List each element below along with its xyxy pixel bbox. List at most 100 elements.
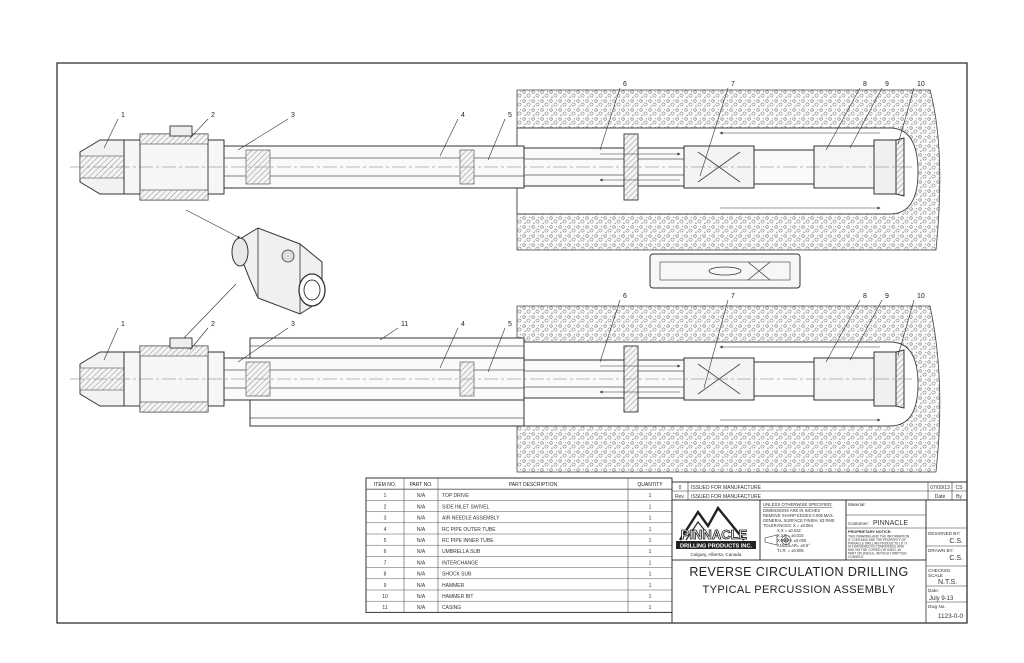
- svg-text:1: 1: [649, 538, 652, 544]
- dwg-no-value: 1123-0-0: [938, 613, 964, 620]
- svg-text:HAMMER: HAMMER: [442, 583, 465, 589]
- tolerance-line: ANGULAR= ±0.5°: [777, 543, 810, 548]
- proprietary-heading: PROPRIETARY NOTICE:: [848, 530, 892, 534]
- title-block: 0 ISSUED FOR MANUFACTURE 07/09/13 CS Rev…: [671, 481, 968, 624]
- svg-text:5: 5: [508, 112, 512, 119]
- bom-header-item: ITEM NO.: [374, 482, 396, 488]
- svg-text:7: 7: [384, 560, 387, 566]
- tolerance-line: DIMENSIONS ARE IN INCHES: [763, 508, 820, 513]
- svg-text:N/A: N/A: [417, 549, 426, 555]
- svg-text:1: 1: [649, 572, 652, 578]
- svg-text:TOP DRIVE: TOP DRIVE: [442, 493, 469, 499]
- svg-text:AIR NEEDLE ASSEMBLY: AIR NEEDLE ASSEMBLY: [442, 516, 500, 522]
- svg-text:N/A: N/A: [417, 594, 426, 600]
- svg-text:N/A: N/A: [417, 560, 426, 566]
- svg-text:DRILLING PRODUCTS INC.: DRILLING PRODUCTS INC.: [680, 544, 753, 550]
- svg-text:10: 10: [917, 293, 925, 300]
- material-label: Material:: [848, 502, 866, 507]
- rev-description: ISSUED FOR MANUFACTURE: [691, 485, 762, 491]
- svg-text:1: 1: [121, 112, 125, 119]
- drawn-by-value: C.S.: [949, 555, 963, 562]
- swivel-isometric: [181, 209, 326, 341]
- svg-text:1: 1: [649, 527, 652, 533]
- svg-text:SIDE INLET SWIVEL: SIDE INLET SWIVEL: [442, 504, 490, 510]
- svg-text:N/A: N/A: [417, 504, 426, 510]
- svg-text:4: 4: [384, 527, 387, 533]
- top-callout-6: 6: [599, 81, 627, 151]
- rev-header-description: ISSUED FOR MANUFACTURE: [691, 494, 762, 500]
- drawing-title-line-2: TYPICAL PERCUSSION ASSEMBLY: [703, 584, 896, 596]
- tolerance-line: REMOVE SHARP EDGES 0.005 MAX.: [763, 513, 834, 518]
- svg-text:N/A: N/A: [417, 493, 426, 499]
- svg-text:8: 8: [863, 293, 867, 300]
- svg-text:5: 5: [508, 321, 512, 328]
- bottom-callout-10: 10: [897, 293, 925, 357]
- svg-text:1: 1: [649, 549, 652, 555]
- svg-text:CASING: CASING: [442, 605, 461, 611]
- pinnacle-logo: PINNACLE DRILLING PRODUCTS INC. Calgary,…: [676, 505, 756, 557]
- svg-text:9: 9: [885, 293, 889, 300]
- svg-text:PINNACLE: PINNACLE: [681, 527, 748, 542]
- dwg-no-label: Dwg No.: [928, 604, 946, 609]
- top-callout-8: 8: [825, 81, 867, 151]
- tolerance-line: T.I.R. = ±0.005: [777, 548, 804, 553]
- bom-header-quantity: QUANTITY: [637, 482, 663, 488]
- svg-text:SHOCK SUB: SHOCK SUB: [442, 572, 472, 578]
- scale-value: N.T.S.: [938, 579, 957, 586]
- proprietary-line: THIS DRAWING AND THE INFORMATION: [848, 535, 910, 539]
- proprietary-line: MAY NOT BE COPIED OR USED, IN: [848, 548, 901, 552]
- rev-header-rev: Rev.: [675, 494, 685, 500]
- proprietary-line: IT CONTAINS ARE THE PROPERTY OF: [848, 538, 906, 542]
- svg-text:1: 1: [649, 504, 652, 510]
- svg-text:RC PIPE OUTER TUBE: RC PIPE OUTER TUBE: [442, 527, 496, 533]
- bom-row: 7 N/A INTERCHANGE 1: [384, 560, 652, 566]
- svg-text:7: 7: [731, 293, 735, 300]
- top-callout-9: 9: [849, 81, 889, 149]
- drawing-title-line-1: REVERSE CIRCULATION DRILLING: [689, 565, 908, 579]
- drill-string-bottom: [70, 337, 912, 422]
- rev-header-date: Date: [935, 494, 946, 500]
- svg-text:6: 6: [384, 549, 387, 555]
- svg-text:5: 5: [384, 538, 387, 544]
- bottom-callout-7: 7: [703, 293, 735, 389]
- svg-text:1: 1: [649, 560, 652, 566]
- tolerance-line: GENERAL SURFACE FINISH: 63 RMS: [763, 518, 835, 523]
- rev-by: CS: [956, 485, 964, 491]
- svg-text:10: 10: [917, 81, 925, 88]
- svg-text:8: 8: [384, 572, 387, 578]
- bottom-callout-4: 4: [439, 321, 465, 369]
- svg-text:N/A: N/A: [417, 583, 426, 589]
- bottom-callout-2: 2: [189, 321, 215, 351]
- drawn-by-label: DRAWN BY:: [928, 548, 954, 553]
- bottom-callout-9: 9: [849, 293, 889, 361]
- bottom-callout-11: 11: [379, 321, 408, 341]
- bottom-callout-1: 1: [103, 321, 125, 361]
- svg-text:2: 2: [211, 321, 215, 328]
- svg-text:6: 6: [623, 293, 627, 300]
- svg-text:10: 10: [382, 594, 388, 600]
- svg-text:2: 2: [384, 504, 387, 510]
- svg-text:3: 3: [384, 516, 387, 522]
- top-callout-7: 7: [699, 81, 735, 177]
- proprietary-line: PINNACLE DRILLING PRODUCTS LP. IT: [848, 541, 907, 545]
- svg-text:3: 3: [291, 112, 295, 119]
- rev-header-by: By: [956, 494, 962, 500]
- date-label: Date:: [928, 588, 939, 593]
- customer-label: Customer:: [848, 521, 869, 526]
- svg-text:1: 1: [384, 493, 387, 499]
- projection-symbol: [764, 534, 792, 546]
- date-value: July 9-13: [929, 596, 954, 602]
- svg-text:N/A: N/A: [417, 538, 426, 544]
- tolerance-line: TOLERANCES: X = ±0.064: [763, 523, 814, 528]
- svg-text:INTERCHANGE: INTERCHANGE: [442, 560, 479, 566]
- svg-text:N/A: N/A: [417, 527, 426, 533]
- top-callout-10: 10: [897, 81, 925, 145]
- bom-header-description: PART DESCRIPTION: [509, 482, 558, 488]
